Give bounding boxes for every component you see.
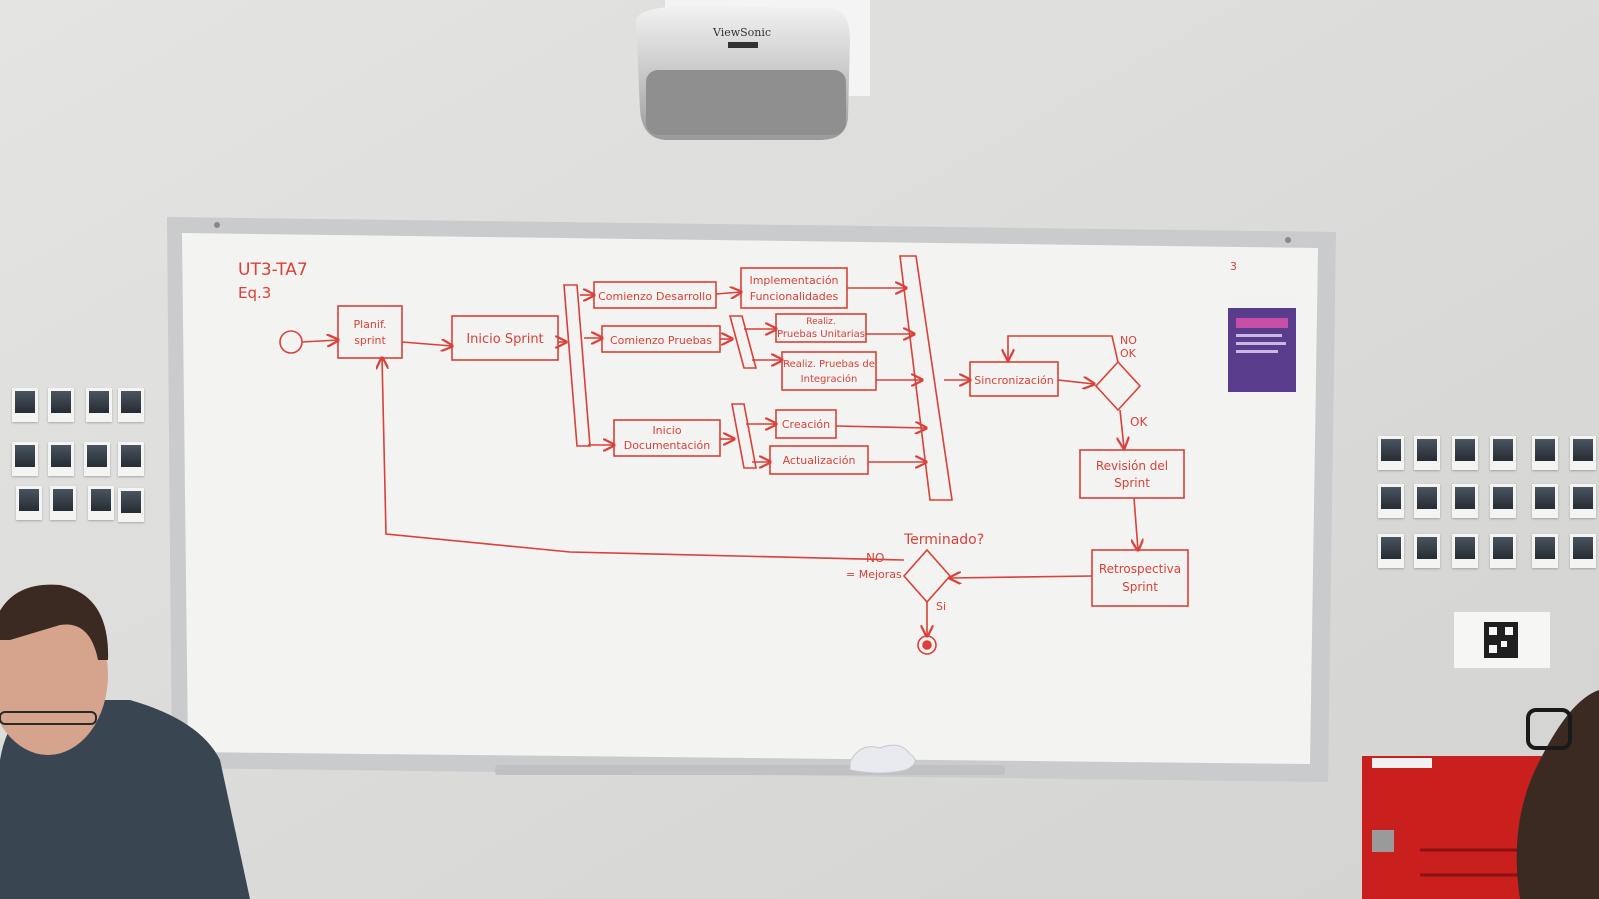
polaroid-photo <box>118 488 144 522</box>
inicio-sprint-label: Inicio Sprint <box>466 332 543 347</box>
qr-code-sheet <box>1454 612 1550 668</box>
actualizacion-label: Actualización <box>783 454 856 467</box>
person-left <box>0 584 250 899</box>
polaroid-photo <box>12 388 38 422</box>
comienzo-desarrollo-label: Comienzo Desarrollo <box>598 290 712 303</box>
si-label: Si <box>936 600 946 613</box>
inicio-documentacion-line1: Inicio <box>652 424 681 437</box>
sincronizacion-box <box>969 361 1059 397</box>
polaroid-photo <box>1452 484 1478 518</box>
planif-box <box>337 305 403 359</box>
poster <box>1228 298 1296 392</box>
no-return-label: NO <box>866 551 884 565</box>
polaroid-photo <box>50 486 76 520</box>
pruebas-unitarias-box <box>775 313 867 343</box>
implementacion-line1: Implementación <box>749 274 838 287</box>
whiteboard <box>167 217 1336 782</box>
polaroid-photo <box>48 388 74 422</box>
polaroid-photo <box>1414 436 1440 470</box>
pruebas-integracion-line2: Integración <box>801 373 858 385</box>
polaroid-photo <box>1570 534 1596 568</box>
polaroid-photo <box>1452 534 1478 568</box>
polaroid-photo <box>1378 534 1404 568</box>
retrospectiva-box <box>1091 549 1189 607</box>
revision-line2: Sprint <box>1114 476 1150 490</box>
retrospectiva-line2: Sprint <box>1122 580 1158 594</box>
polaroid-photo <box>1414 534 1440 568</box>
polaroid-photo <box>118 442 144 476</box>
board-screw <box>1285 237 1291 243</box>
page-number: 3 <box>1230 260 1237 273</box>
comienzo-pruebas-label: Comienzo Pruebas <box>610 334 712 347</box>
polaroid-photo <box>1490 484 1516 518</box>
fork-bar <box>563 284 591 447</box>
planif-line1: Planif. <box>353 318 386 331</box>
revision-box <box>1079 449 1185 499</box>
retrospectiva-line1: Retrospectiva <box>1099 562 1181 576</box>
pruebas-integracion-box <box>781 351 877 391</box>
polaroid-photo <box>1378 436 1404 470</box>
creacion-label: Creación <box>782 418 830 431</box>
actualizacion-box <box>769 445 869 475</box>
fork-bar-documentacion <box>731 403 757 469</box>
projector: ViewSonic <box>636 0 870 140</box>
board-title: UT3-TA7 <box>238 260 308 280</box>
polaroid-photo <box>1570 484 1596 518</box>
polaroid-photo <box>48 442 74 476</box>
mejoras-label: = Mejoras <box>846 568 902 581</box>
polaroid-photo <box>1378 484 1404 518</box>
comienzo-desarrollo-box <box>593 281 717 309</box>
join-bar <box>899 255 953 501</box>
fork-bar-pruebas <box>728 315 758 369</box>
pruebas-unitarias-line2: Pruebas Unitarias <box>777 329 865 340</box>
pruebas-integracion-line1: Realiz. Pruebas de <box>783 359 875 370</box>
polaroid-photo <box>118 388 144 422</box>
polaroid-photo <box>88 486 114 520</box>
flowchart: UT3-TA7 Eq.3 3 Planif. sprint Inicio Spr… <box>238 255 1237 655</box>
implementacion-line2: Funcionalidades <box>750 290 839 303</box>
board-subtitle: Eq.3 <box>238 284 271 302</box>
loop-back-arrow <box>382 358 905 561</box>
pruebas-unitarias-line1: Realiz. <box>806 317 836 327</box>
polaroid-photo <box>1532 534 1558 568</box>
board-screw <box>214 222 220 228</box>
inicio-documentacion-box <box>613 419 721 457</box>
sync-decision-diamond <box>1094 360 1142 412</box>
polaroid-photo <box>1570 436 1596 470</box>
polaroid-photo <box>1452 436 1478 470</box>
polaroid-photo <box>12 442 38 476</box>
end-node <box>917 635 937 655</box>
ok-label: OK <box>1130 415 1148 429</box>
sincronizacion-label: Sincronización <box>974 374 1053 387</box>
person-right <box>1516 690 1599 899</box>
projector-brand: ViewSonic <box>712 26 771 39</box>
creacion-box <box>775 409 837 439</box>
polaroid-photo <box>1532 484 1558 518</box>
polaroid-photo <box>86 388 112 422</box>
polaroid-photo <box>1490 534 1516 568</box>
polaroid-photo <box>1532 436 1558 470</box>
eraser-paper <box>849 744 916 774</box>
no-label: NO <box>1120 334 1137 347</box>
terminado-label: Terminado? <box>903 532 984 548</box>
inicio-documentacion-line2: Documentación <box>624 439 711 452</box>
planif-line2: sprint <box>354 334 386 347</box>
marker-tray <box>495 765 1005 775</box>
polaroid-photo <box>1414 484 1440 518</box>
revision-line1: Revisión del <box>1096 459 1168 473</box>
polaroid-photo <box>84 442 110 476</box>
polaroid-photo <box>1490 436 1516 470</box>
polaroid-photo <box>16 486 42 520</box>
ok-label-top: OK <box>1120 347 1137 360</box>
